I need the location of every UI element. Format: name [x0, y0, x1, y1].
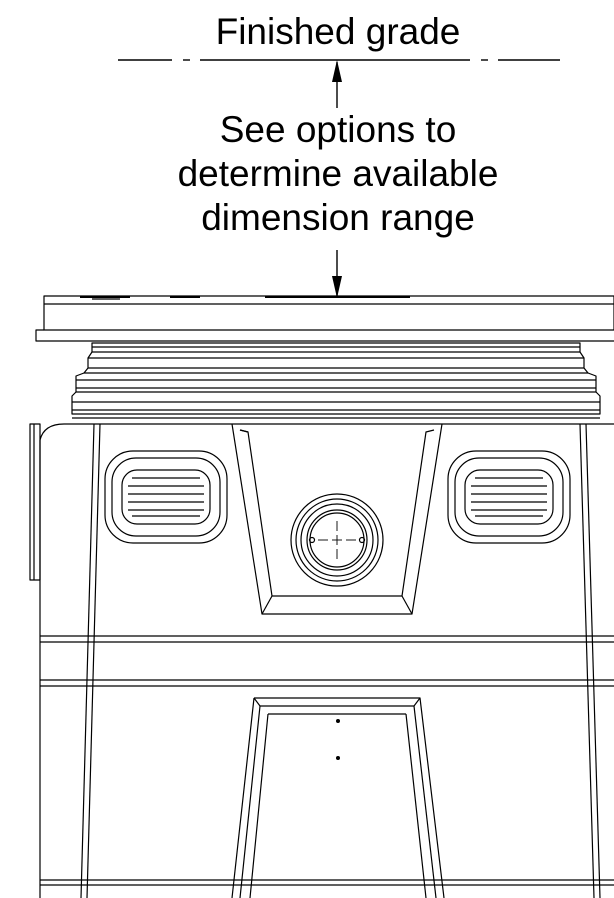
dimension-arrow-bottom	[332, 250, 342, 298]
lower-center-recess	[231, 697, 445, 898]
dimension-note: See options to determine available dimen…	[120, 108, 556, 240]
inspection-port	[290, 493, 384, 587]
dimension-note-line-3: dimension range	[201, 197, 475, 238]
riser-rings	[71, 342, 601, 419]
dimension-note-line-2: determine available	[177, 153, 499, 194]
tank-body	[39, 423, 614, 898]
right-handle	[447, 450, 571, 544]
finished-grade-label: Finished grade	[215, 11, 461, 52]
dimension-arrow-top	[332, 60, 342, 108]
side-inlet-stub	[29, 423, 41, 581]
lid-plate	[35, 295, 614, 342]
dimension-note-line-1: See options to	[219, 109, 457, 150]
upper-center-recess	[231, 423, 443, 615]
center-marks	[336, 719, 340, 760]
left-handle	[104, 450, 228, 544]
